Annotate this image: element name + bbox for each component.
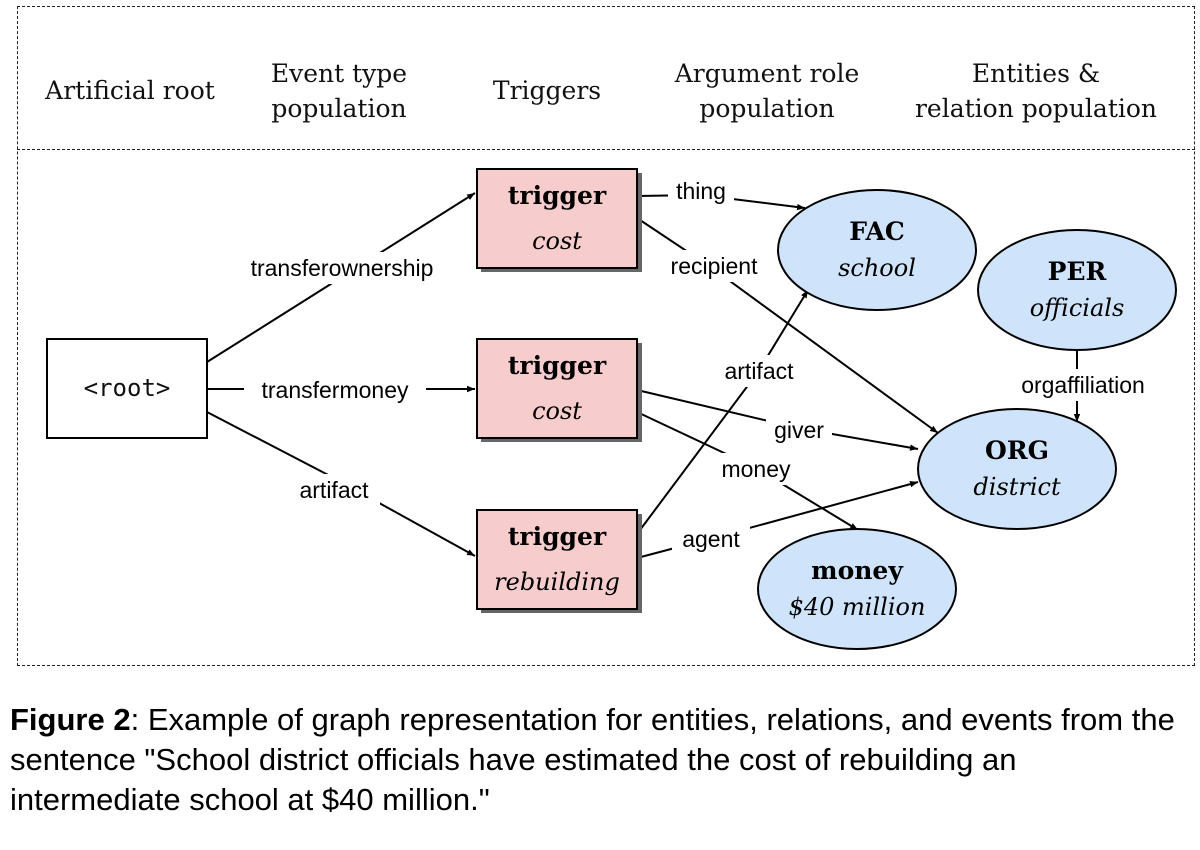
edge-label-orgaffiliation: orgaffiliation [1021, 372, 1145, 398]
trigger-node-2: trigger cost [476, 338, 642, 442]
edge-label-transfermoney: transfermoney [261, 377, 409, 403]
header-text: population [271, 94, 407, 123]
header-text: population [699, 94, 835, 123]
trigger-word: cost [532, 397, 582, 425]
header-text: Triggers [492, 76, 602, 105]
caption-text: : Example of graph representation for en… [10, 702, 1175, 817]
edge-label-transferownership: transferownership [251, 255, 434, 281]
trigger-type: trigger [508, 522, 607, 551]
trigger-node-3: trigger rebuilding [476, 509, 642, 613]
entity-org: ORG district [917, 408, 1117, 530]
header-argument-role: Argument role population [647, 56, 887, 126]
entity-type: PER [1048, 257, 1107, 286]
header-text: relation population [914, 94, 1158, 123]
graph-diagram: <root> trigger cost trigger cost trigger… [46, 168, 1177, 650]
entity-word: $40 million [789, 593, 926, 621]
trigger-type: trigger [508, 351, 607, 380]
header-triggers: Triggers [447, 73, 647, 108]
header-text: Event type [270, 59, 408, 88]
entity-word: officials [1030, 294, 1125, 322]
header-event-type: Event type population [239, 56, 439, 126]
edge-label-artifact-root: artifact [299, 477, 369, 503]
header-text: Artificial root [45, 76, 215, 105]
trigger-type: trigger [508, 181, 607, 210]
header-artificial-root: Artificial root [30, 73, 230, 108]
edge-label-money: money [721, 456, 791, 482]
edge-label-agent: agent [682, 526, 740, 552]
entity-per: PER officials [977, 229, 1177, 351]
caption-label: Figure 2 [10, 702, 131, 737]
header-text: Entities & [971, 59, 1101, 88]
header-text: Argument role [674, 59, 860, 88]
edge-label-thing: thing [676, 178, 726, 204]
entity-type: ORG [985, 436, 1049, 465]
entity-word: district [973, 473, 1061, 501]
header-entities: Entities & relation population [906, 56, 1166, 126]
trigger-word: rebuilding [494, 568, 620, 596]
edge-t3-fac [636, 289, 809, 535]
diagram-frame [17, 6, 1195, 666]
entity-money: money $40 million [757, 528, 957, 650]
edge-label-giver: giver [774, 417, 824, 443]
root-node [46, 338, 208, 439]
entity-type: money [811, 556, 904, 585]
root-label: <root> [84, 374, 171, 402]
edge-label-recipient: recipient [671, 253, 759, 279]
figure-caption: Figure 2: Example of graph representatio… [10, 700, 1195, 820]
header-divider [17, 149, 1195, 150]
entity-fac: FAC school [777, 189, 977, 311]
entity-word: school [838, 254, 916, 282]
edge-label-artifact: artifact [724, 358, 794, 384]
entity-type: FAC [849, 217, 905, 246]
trigger-word: cost [532, 227, 582, 255]
trigger-node-1: trigger cost [476, 168, 642, 272]
